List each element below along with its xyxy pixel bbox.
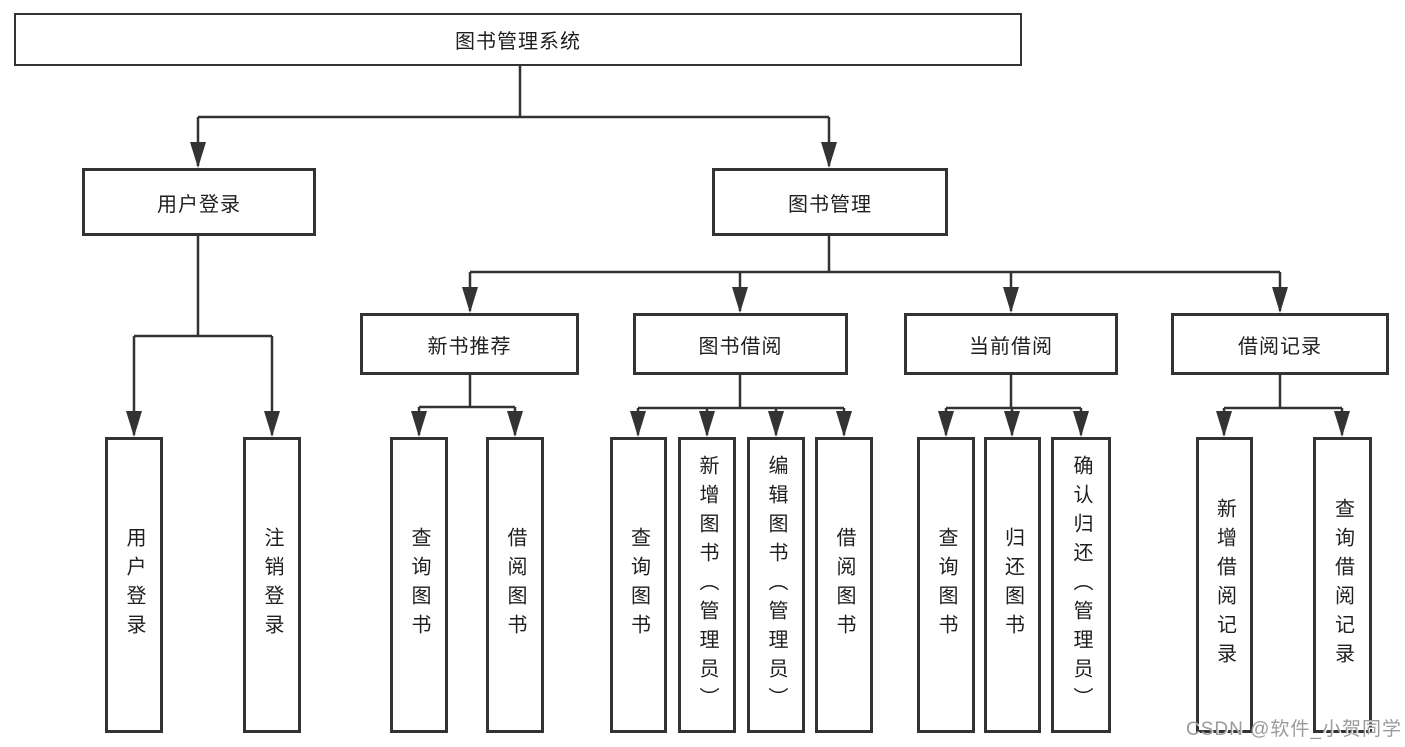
- node-new-book-recommend: 新书推荐: [360, 313, 579, 375]
- leaf-user-login: 用户登录: [105, 437, 163, 733]
- leaf-query-books-borrow: 查询图书: [610, 437, 667, 733]
- leaf-confirm-return-admin: 确认归还（管理员）: [1051, 437, 1111, 733]
- leaf-edit-books-admin: 编辑图书（管理员）: [747, 437, 805, 733]
- leaf-query-books-current: 查询图书: [917, 437, 975, 733]
- leaf-query-borrow-record: 查询借阅记录: [1313, 437, 1372, 733]
- leaf-return-books: 归还图书: [984, 437, 1041, 733]
- arrowheads: [126, 142, 1350, 437]
- node-library-management-system: 图书管理系统: [14, 13, 1022, 66]
- node-current-borrow: 当前借阅: [904, 313, 1118, 375]
- leaf-logout: 注销登录: [243, 437, 301, 733]
- leaf-borrow-books: 借阅图书: [815, 437, 873, 733]
- node-book-borrow: 图书借阅: [633, 313, 848, 375]
- leaf-add-borrow-record: 新增借阅记录: [1196, 437, 1253, 733]
- leaf-borrow-books-recommend: 借阅图书: [486, 437, 544, 733]
- csdn-watermark: CSDN @软件_小贺同学: [1186, 719, 1402, 740]
- node-user-login: 用户登录: [82, 168, 316, 236]
- leaf-add-books-admin: 新增图书（管理员）: [678, 437, 736, 733]
- node-borrow-records: 借阅记录: [1171, 313, 1389, 375]
- node-book-management: 图书管理: [712, 168, 948, 236]
- leaf-query-books-recommend: 查询图书: [390, 437, 448, 733]
